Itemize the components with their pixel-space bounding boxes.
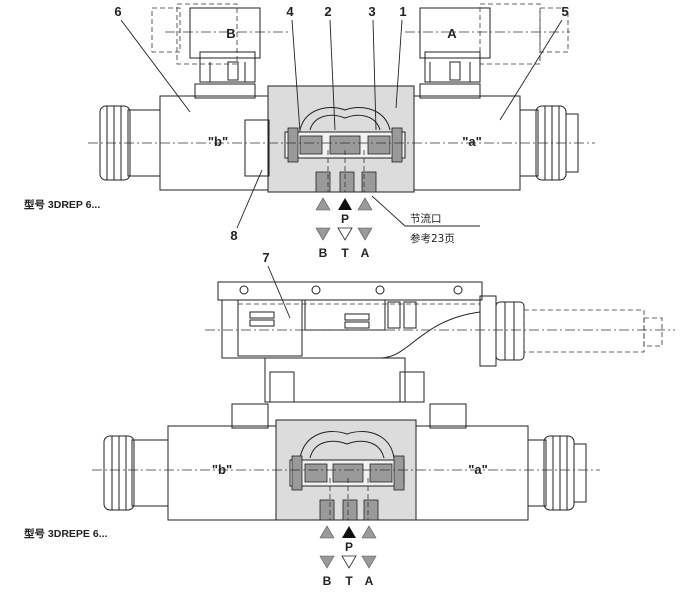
coil-b-label: B xyxy=(226,26,235,41)
top-port-t: T xyxy=(341,246,349,260)
reference-label: 参考23页 xyxy=(410,232,455,245)
callout-5: 5 xyxy=(561,4,568,19)
model-label-bottom: 型号 3DREPE 6... xyxy=(24,527,108,540)
right-nut-bottom xyxy=(527,435,587,511)
top-port-arrows xyxy=(315,197,373,241)
callout-4: 4 xyxy=(286,4,294,19)
electronics-housing xyxy=(217,281,663,403)
callout-6: 6 xyxy=(114,4,121,19)
coil-connector-b xyxy=(151,3,290,83)
coil-connector-a xyxy=(405,3,570,83)
bottom-port-p: P xyxy=(345,540,353,554)
top-port-a: A xyxy=(361,246,370,260)
top-port-p: P xyxy=(341,212,349,226)
solenoid-a-label-bottom: "a" xyxy=(468,462,488,477)
bottom-port-t: T xyxy=(345,574,353,588)
callout-1: 1 xyxy=(399,4,406,19)
callout-2: 2 xyxy=(324,4,331,19)
callout-8: 8 xyxy=(230,228,237,243)
solenoid-b-label: "b" xyxy=(208,134,228,149)
solenoid-a-label: "a" xyxy=(462,134,482,149)
callout-7: 7 xyxy=(262,250,269,265)
solenoid-b-label-bottom: "b" xyxy=(212,462,232,477)
top-leader-lines xyxy=(120,19,563,229)
coil-a-label: A xyxy=(447,26,457,41)
top-valve-assembly: B A xyxy=(24,3,595,260)
callout-3: 3 xyxy=(368,4,375,19)
bottom-port-arrows xyxy=(319,525,377,569)
bottom-valve-body xyxy=(275,419,417,521)
throttle-label: 节流口 xyxy=(410,212,442,225)
top-port-b: B xyxy=(319,246,328,260)
callout-7-leader xyxy=(267,265,291,319)
bottom-valve-assembly: "b" "a" 7 P B T A 型号 3DREPE 6... xyxy=(24,250,675,588)
top-valve-body xyxy=(244,85,415,193)
model-label-top: 型号 3DREP 6... xyxy=(24,198,100,211)
bottom-port-b: B xyxy=(323,574,332,588)
bottom-port-a: A xyxy=(365,574,374,588)
left-nut-bottom xyxy=(103,435,169,511)
